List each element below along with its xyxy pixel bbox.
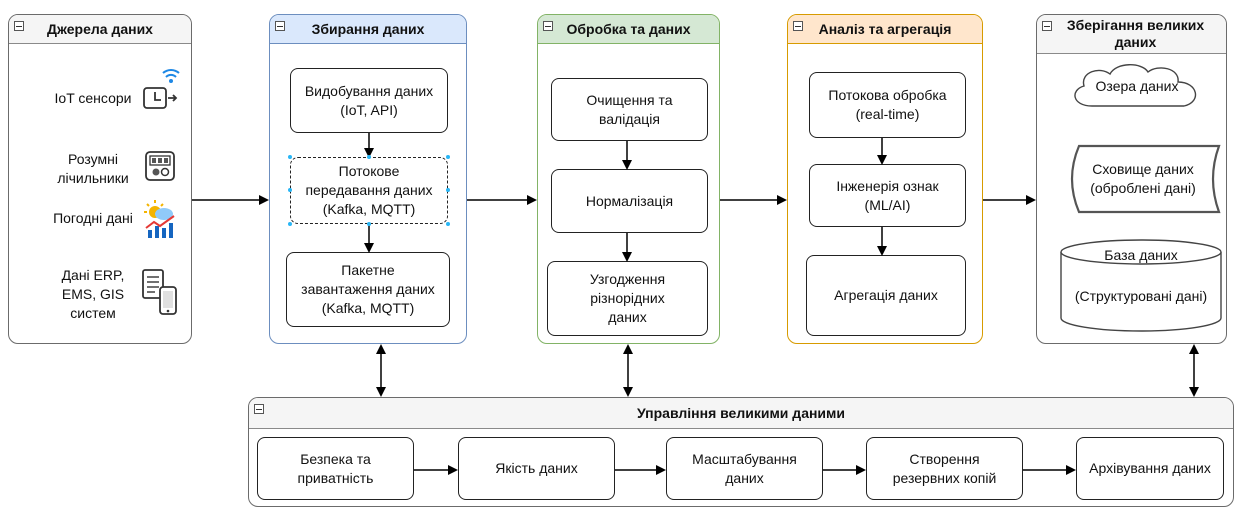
source-weather-label: Погодні дані: [53, 210, 133, 226]
analysis-box-aggregation[interactable]: Агрегація даних: [806, 255, 966, 336]
storage-warehouse-label: Сховище даних (оброблені дані): [1090, 161, 1196, 196]
data-lake-cloud-icon: [1074, 64, 1196, 107]
collapse-icon[interactable]: [254, 404, 264, 414]
data-warehouse-icon: [1070, 144, 1221, 214]
source-erp-label: Дані ERP, EMS, GIS систем: [61, 267, 125, 321]
collapse-icon[interactable]: [14, 21, 24, 31]
collection-box-extract[interactable]: Видобування даних (IoT, API): [290, 68, 448, 133]
iot-sensor-icon: [143, 69, 180, 109]
collection-box-streaming[interactable]: Потокове передавання даних (Kafka, MQTT): [290, 157, 448, 224]
database-cylinder-icon: [1060, 239, 1222, 332]
management-header: Управління великими даними: [249, 398, 1233, 429]
processing-header: Обробка та даних: [538, 15, 719, 44]
smart-meter-icon: [145, 151, 175, 181]
management-box-backup[interactable]: Створення резервних копій: [866, 437, 1023, 500]
collapse-icon[interactable]: [543, 21, 553, 31]
storage-database-sublabel: (Структуровані дані): [1074, 288, 1208, 304]
sources-title: Джерела даних: [47, 21, 153, 37]
management-box-quality[interactable]: Якість даних: [458, 437, 615, 500]
storage-title: Зберігання великих даних: [1066, 17, 1205, 50]
analysis-box-stream[interactable]: Потокова обробка (real-time): [809, 72, 966, 138]
documents-phone-icon: [142, 269, 177, 315]
processing-box-reconciliation[interactable]: Узгодження різнорідних даних: [547, 261, 708, 336]
analysis-title: Аналіз та агрегація: [818, 21, 952, 37]
management-title: Управління великими даними: [636, 405, 846, 421]
collection-box-batch[interactable]: Пакетне завантаження даних (Kafka, MQTT): [286, 252, 450, 327]
storage-database-label: База даних: [1104, 247, 1178, 263]
collection-title: Збирання даних: [311, 21, 425, 37]
storage-header: Зберігання великих даних: [1037, 15, 1226, 54]
analysis-header: Аналіз та агрегація: [788, 15, 982, 44]
storage-data-lake-label: Озера даних: [1095, 78, 1179, 94]
processing-title: Обробка та даних: [566, 21, 691, 37]
collapse-icon[interactable]: [1042, 21, 1052, 31]
source-iot-label: IoT сенсори: [54, 90, 132, 106]
management-box-archiving[interactable]: Архівування даних: [1076, 437, 1224, 500]
management-box-scaling[interactable]: Масштабування даних: [666, 437, 823, 500]
processing-box-cleaning[interactable]: Очищення та валідація: [551, 78, 708, 141]
collapse-icon[interactable]: [793, 21, 803, 31]
collection-header: Збирання даних: [270, 15, 466, 44]
collapse-icon[interactable]: [275, 21, 285, 31]
weather-chart-icon: [144, 200, 175, 238]
analysis-box-features[interactable]: Інженерія ознак (ML/AI): [809, 164, 966, 227]
source-smart-meter-label: Розумні лічильники: [57, 151, 129, 186]
sources-header: Джерела даних: [9, 15, 191, 44]
management-box-security[interactable]: Безпека та приватність: [257, 437, 414, 500]
processing-box-normalization[interactable]: Нормалізація: [551, 169, 708, 233]
